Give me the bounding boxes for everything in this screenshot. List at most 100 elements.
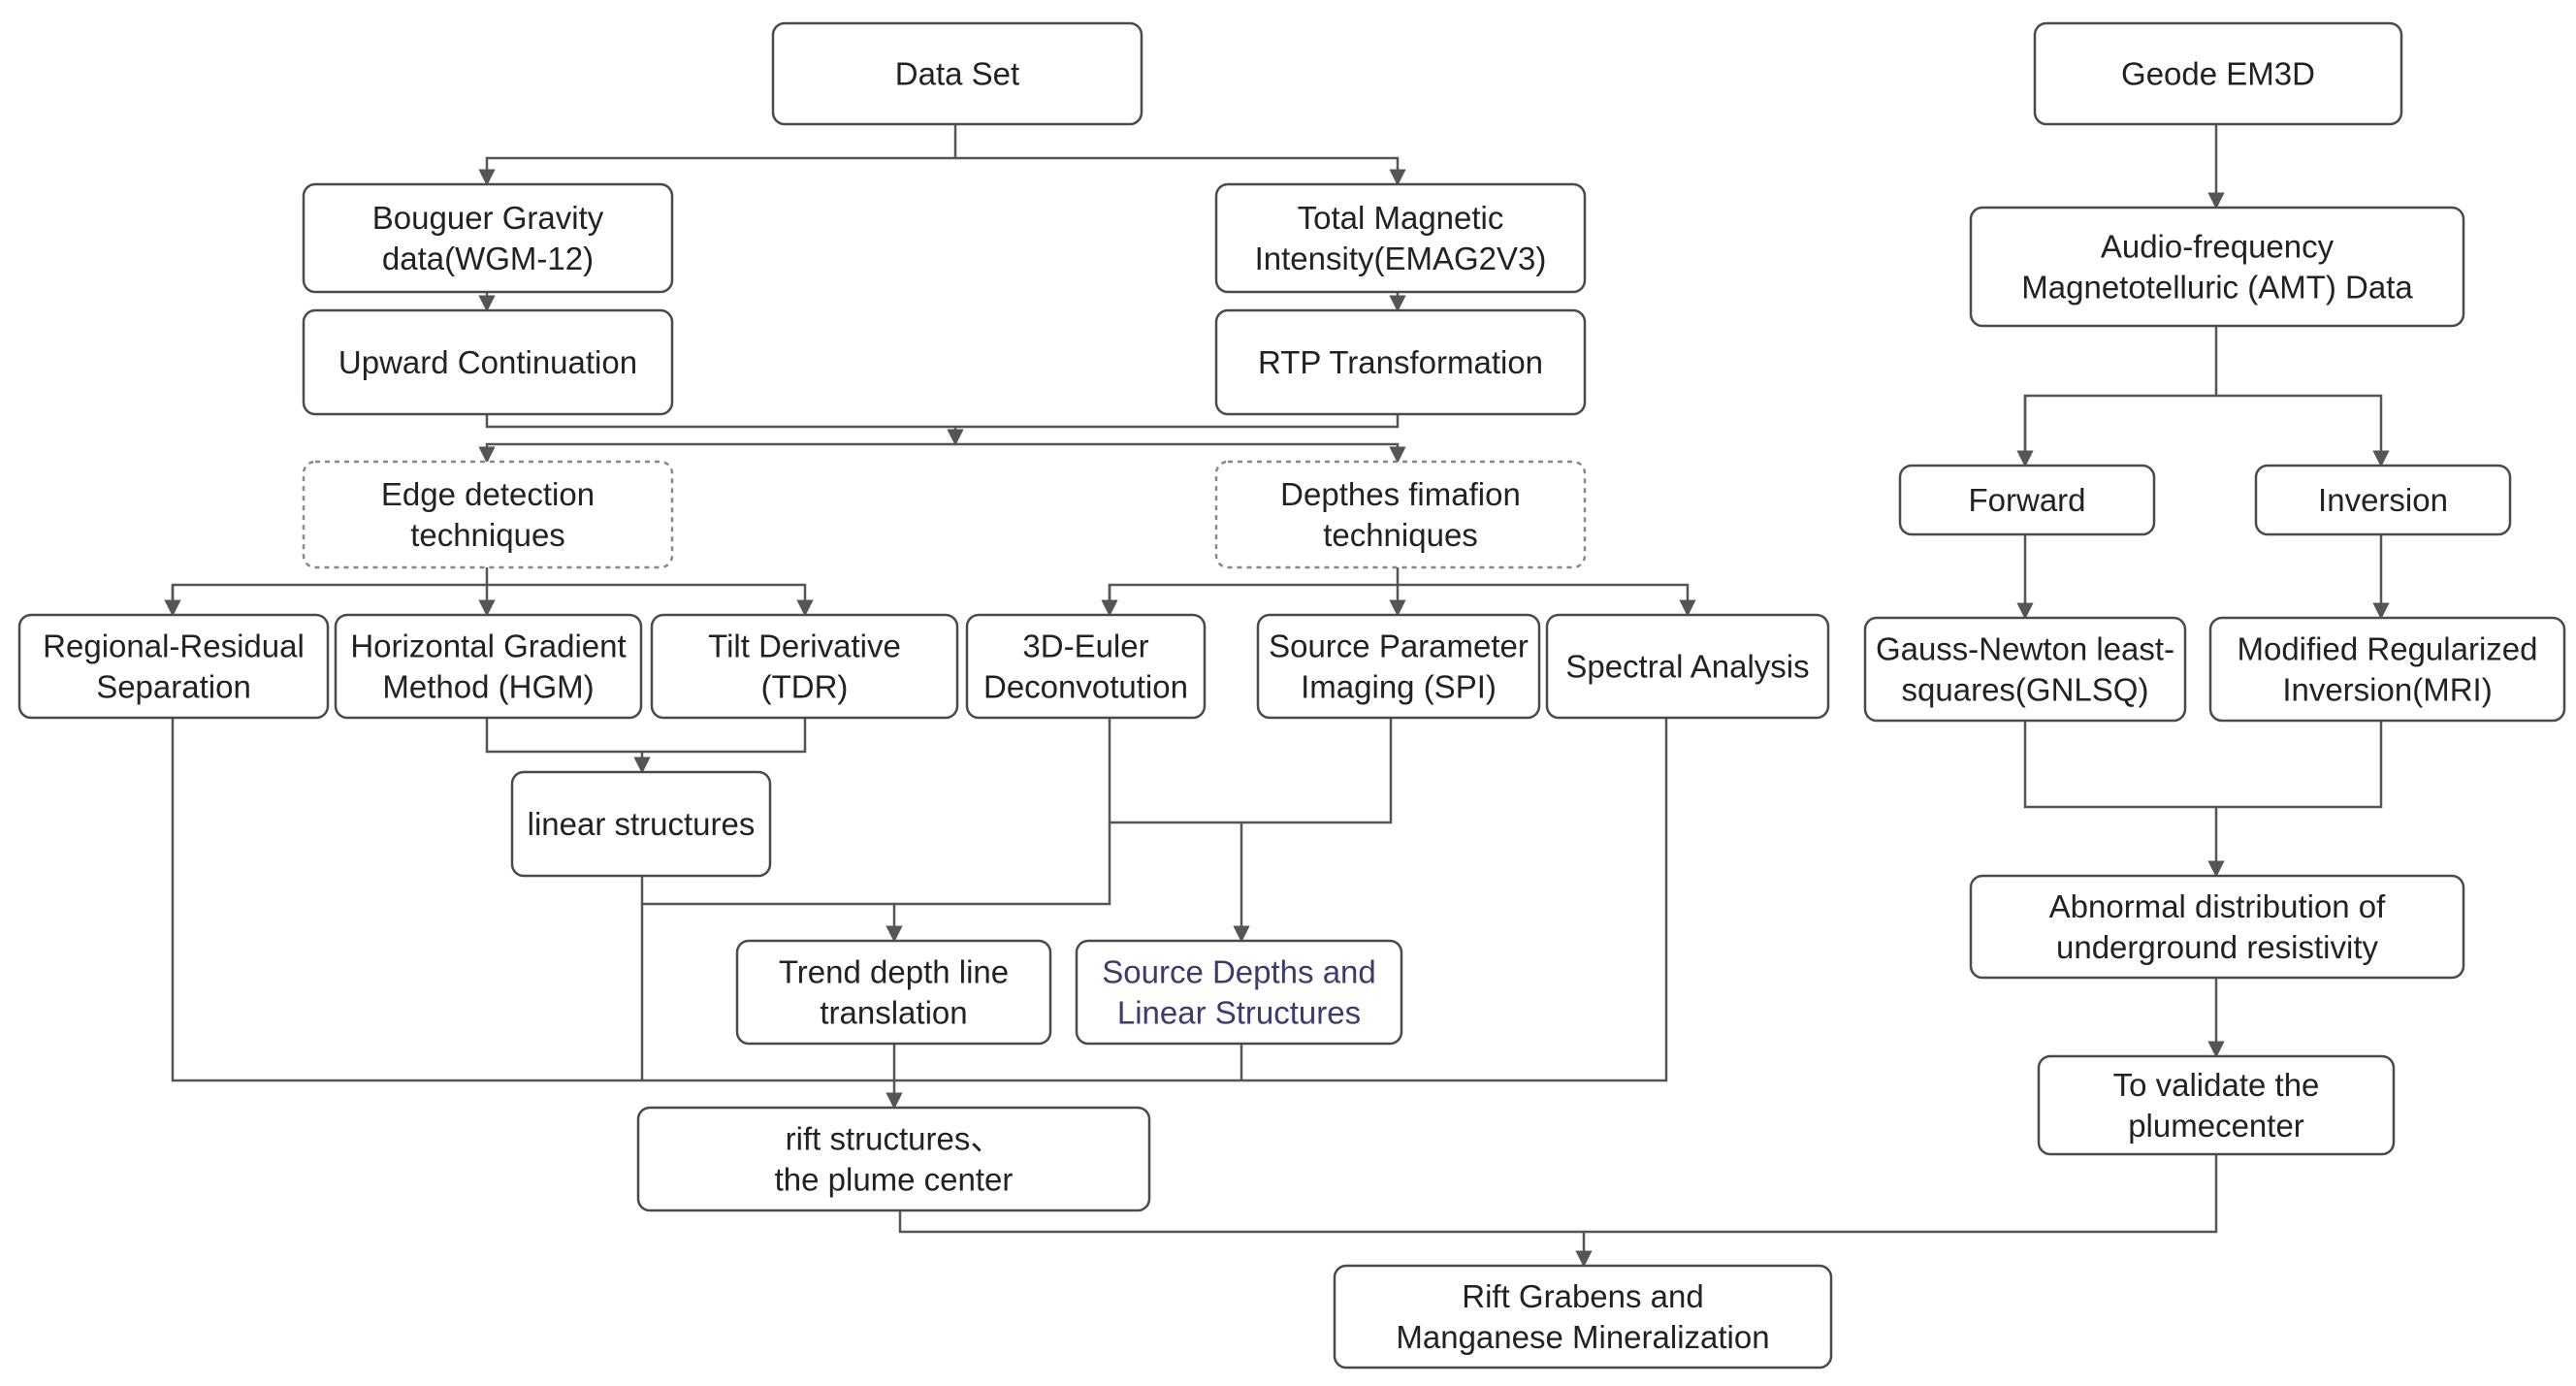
amt-data-box-frame	[1969, 206, 2465, 328]
rift-grabens-box-frame	[1333, 1264, 1833, 1370]
forward-box: Forward	[1898, 464, 2156, 536]
total-magnetic-box-label-line: Intensity(EMAG2V3)	[1255, 241, 1547, 276]
total-magnetic-box-label-line: Total Magnetic	[1298, 200, 1504, 236]
rift-structures-box-label-line: the plume center	[775, 1162, 1014, 1198]
depth-estimation-box-label-line: techniques	[1323, 517, 1478, 553]
forward-box-frame	[1898, 464, 2156, 536]
inversion-box: Inversion	[2254, 464, 2512, 536]
rift-structures-box-label-line: rift structures、	[786, 1121, 1003, 1157]
upward-continuation-box-label-line: Upward Continuation	[338, 344, 637, 380]
rtp-transformation-box-label-line: RTP Transformation	[1258, 344, 1543, 380]
connector	[955, 156, 1406, 186]
depth-estimation-box-label-line: Depthes fimafion	[1280, 476, 1521, 512]
connector	[171, 583, 814, 617]
linear-structures-box-label-line: linear structures	[528, 806, 756, 842]
connector	[894, 822, 1111, 906]
spi-box-label-line: Source Parameter	[1269, 629, 1529, 664]
tdr-box-label-line: Tilt Derivative	[708, 629, 901, 664]
euler-box-label-line: 3D-Euler	[1022, 629, 1148, 664]
bouguer-gravity-box-label-line: Bouguer Gravity	[372, 200, 604, 236]
gnlsq-box-label-line: squares(GNLSQ)	[1902, 672, 2149, 708]
euler-box-label-line: Deconvotution	[983, 669, 1188, 705]
amt-data-box-label-line: Magnetotelluric (AMT) Data	[2021, 270, 2413, 306]
regional-residual-box-label-line: Regional-Residual	[43, 629, 305, 664]
upward-continuation-box: Upward Continuation	[302, 308, 674, 416]
connector	[485, 414, 1400, 429]
edge-detection-box: Edge detection techniques	[302, 460, 674, 569]
abnormal-distribution-box-label-line: Abnormal distribution of	[2049, 888, 2387, 924]
source-depths-box-label-line: Linear Structures	[1117, 995, 1361, 1031]
rtp-transformation-box: RTP Transformation	[1214, 308, 1587, 416]
trend-depth-box-label-line: Trend depth line	[779, 954, 1009, 990]
rtp-transformation-box-frame	[1214, 308, 1587, 416]
spectral-analysis-box-frame	[1545, 613, 1830, 720]
gnlsq-box-label-line: Gauss-Newton least-	[1876, 631, 2174, 667]
edge-detection-box-frame	[302, 460, 674, 569]
rift-grabens-box-label-line: Manganese Mineralization	[1396, 1319, 1769, 1355]
rift-structures-box: rift structures、 the plume center	[636, 1106, 1151, 1212]
connector	[955, 442, 1406, 464]
tdr-box-frame	[650, 613, 959, 720]
geode-em3d-box-label-line: Geode EM3D	[2121, 56, 2315, 92]
inversion-box-frame	[2254, 464, 2512, 536]
mri-box-label-line: Inversion(MRI)	[2282, 672, 2492, 708]
rift-grabens-box-label-line: Rift Grabens and	[1462, 1278, 1703, 1314]
edge-detection-box-label-line: Edge detection	[381, 476, 595, 512]
amt-data-box-label-line: Audio-frequency	[2101, 229, 2334, 265]
validate-plume-box-label-line: plumecenter	[2128, 1108, 2304, 1144]
tdr-box: Tilt Derivative (TDR)	[650, 613, 959, 720]
gnlsq-box-frame	[1863, 616, 2187, 723]
trend-depth-box: Trend depth line translation	[735, 939, 1052, 1046]
depth-estimation-box-frame	[1214, 460, 1587, 569]
geode-em3d-box: Geode EM3D	[2033, 21, 2403, 126]
forward-box-label-line: Forward	[1968, 482, 2085, 518]
geode-em3d-box-frame	[2033, 21, 2403, 126]
spi-box-label-line: Imaging (SPI)	[1301, 669, 1497, 705]
rift-structures-box-frame	[636, 1106, 1151, 1212]
connector	[478, 442, 955, 464]
bouguer-gravity-box-frame	[302, 182, 674, 294]
connector	[642, 902, 903, 943]
tdr-box-label-line: (TDR)	[761, 669, 849, 705]
regional-residual-box-label-line: Separation	[96, 669, 251, 705]
source-depths-box-label-line: Source Depths and	[1102, 954, 1376, 990]
depth-estimation-box: Depthes fimafion techniques	[1214, 460, 1587, 569]
source-depths-box-frame	[1075, 939, 1403, 1046]
hgm-box-label-line: Horizontal Gradient	[350, 629, 626, 664]
mri-box-label-line: Modified Regularized	[2237, 631, 2537, 667]
connector	[2023, 394, 2390, 467]
spectral-analysis-box: Spectral Analysis	[1545, 613, 1830, 720]
linear-structures-box-frame	[510, 770, 772, 878]
data-set-box-frame	[771, 21, 1143, 126]
connector	[485, 718, 807, 754]
euler-box-frame	[965, 613, 1207, 720]
trend-depth-box-frame	[735, 939, 1052, 1046]
abnormal-distribution-box-frame	[1969, 874, 2465, 980]
validate-plume-box-label-line: To validate the	[2113, 1067, 2320, 1103]
spi-box-frame	[1256, 613, 1541, 720]
edge-detection-box-label-line: techniques	[410, 517, 565, 553]
data-set-box: Data Set	[771, 21, 1143, 126]
connector	[171, 718, 1668, 1082]
total-magnetic-box-frame	[1214, 182, 1587, 294]
regional-residual-box-frame	[17, 613, 330, 720]
validate-plume-box: To validate the plumecenter	[2037, 1054, 2396, 1156]
connector	[2023, 721, 2383, 809]
mri-box-frame	[2208, 616, 2566, 723]
inversion-box-label-line: Inversion	[2318, 482, 2448, 518]
gnlsq-box: Gauss-Newton least-squares(GNLSQ)	[1863, 616, 2187, 723]
connector	[478, 156, 955, 186]
trend-depth-box-label-line: translation	[820, 995, 967, 1031]
